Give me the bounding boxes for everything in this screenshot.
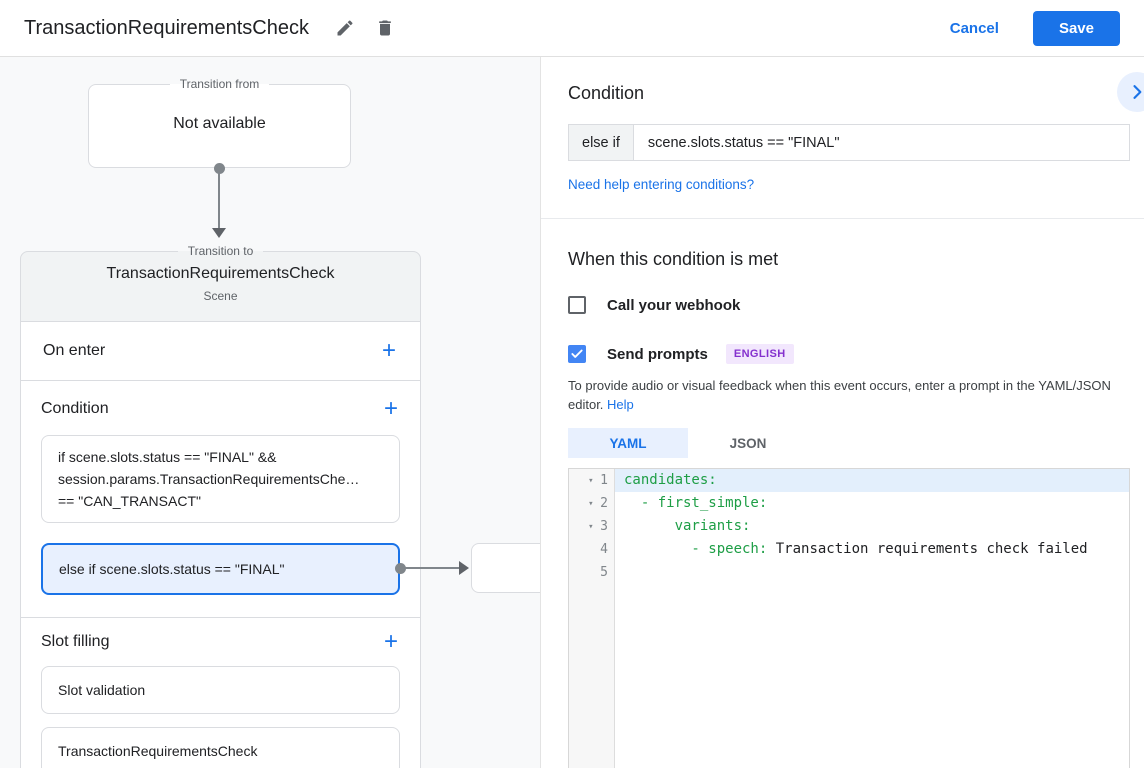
connector-arrowhead-icon xyxy=(459,561,469,575)
when-met-title: When this condition is met xyxy=(568,249,779,269)
language-badge: ENGLISH xyxy=(725,344,794,364)
transition-from-label: Transition from xyxy=(179,77,260,91)
send-prompts-label: Send prompts xyxy=(607,345,708,363)
tab-json[interactable]: JSON xyxy=(729,435,767,451)
trash-icon[interactable] xyxy=(371,14,399,42)
add-slot-button[interactable]: + xyxy=(383,628,398,655)
cancel-button[interactable]: Cancel xyxy=(949,19,999,37)
checkmark-icon xyxy=(571,349,583,358)
code-line[interactable]: variants: xyxy=(624,518,751,534)
condition-help-link[interactable]: Need help entering conditions? xyxy=(568,177,755,192)
editor-tabs: YAML JSON xyxy=(568,428,1130,458)
transition-to-label: Transition to xyxy=(187,244,254,258)
fold-arrow-icon[interactable]: ▾ xyxy=(588,521,594,532)
connector-arrowhead-icon xyxy=(212,228,226,238)
when-met-section: When this condition is met Call your web… xyxy=(541,219,1144,768)
code-line[interactable] xyxy=(615,561,1129,584)
flow-canvas: Transition from Not available Transition… xyxy=(0,57,540,768)
gutter-cell: ▾2 xyxy=(569,492,615,515)
connector-dot xyxy=(395,563,406,574)
fold-arrow-icon[interactable]: ▾ xyxy=(588,498,594,509)
condition-item[interactable]: if scene.slots.status == "FINAL" &&sessi… xyxy=(41,435,400,523)
prompts-description: To provide audio or visual feedback when… xyxy=(568,376,1130,414)
scene-subtitle: Scene xyxy=(203,289,238,303)
editor-gutter xyxy=(569,469,615,768)
condition-item[interactable]: else if scene.slots.status == "FINAL" xyxy=(41,543,400,595)
line-number: 2 xyxy=(600,496,608,511)
transition-to-card: Transition to TransactionRequirementsChe… xyxy=(20,244,421,768)
gutter-cell: ▾1 xyxy=(569,469,615,492)
add-condition-button[interactable]: + xyxy=(383,395,398,422)
edit-pencil-icon[interactable] xyxy=(331,14,359,42)
page-title: TransactionRequirementsCheck xyxy=(24,16,309,39)
gutter-cell: 4 xyxy=(569,538,615,561)
condition-section-label: Condition xyxy=(41,400,109,417)
slot-item[interactable]: TransactionRequirementsCheck xyxy=(41,727,400,768)
condition-section: Condition + if scene.slots.status == "FI… xyxy=(21,381,420,618)
condition-input[interactable] xyxy=(632,124,1130,161)
scene-title: TransactionRequirementsCheck xyxy=(106,265,335,282)
send-prompts-row: Send prompts ENGLISH xyxy=(568,344,1130,364)
on-enter-row: On enter + xyxy=(21,322,420,381)
condition-detail-section: Condition else if Need help entering con… xyxy=(541,57,1144,219)
condition-row: else if xyxy=(568,124,1130,161)
tab-yaml[interactable]: YAML xyxy=(568,428,688,458)
webhook-label: Call your webhook xyxy=(607,296,741,314)
slot-item[interactable]: Slot validation xyxy=(41,666,400,714)
line-number: 4 xyxy=(600,542,608,557)
panel-title: Condition xyxy=(568,83,645,103)
transition-from-content: Not available xyxy=(173,115,266,132)
connector-line xyxy=(401,567,461,569)
code-line[interactable]: candidates: xyxy=(615,469,1129,492)
line-number: 3 xyxy=(600,519,608,534)
code-line[interactable]: - first_simple: xyxy=(624,495,768,511)
webhook-row: Call your webhook xyxy=(568,296,1130,314)
collapse-panel-button[interactable] xyxy=(1117,72,1144,112)
code-line[interactable]: - speech: Transaction requirements check… xyxy=(624,541,1088,557)
webhook-checkbox[interactable] xyxy=(568,296,586,314)
line-number: 1 xyxy=(600,473,608,488)
prompts-description-text: To provide audio or visual feedback when… xyxy=(568,378,1111,412)
detail-panel: Condition else if Need help entering con… xyxy=(540,57,1144,768)
help-link[interactable]: Help xyxy=(607,397,634,412)
line-number: 5 xyxy=(600,565,608,580)
transition-from-box: Transition from Not available xyxy=(88,77,351,168)
add-on-enter-button[interactable]: + xyxy=(381,337,396,364)
condition-prefix: else if xyxy=(568,124,634,161)
condition-items: if scene.slots.status == "FINAL" &&sessi… xyxy=(41,435,400,595)
scene-header[interactable]: TransactionRequirementsCheck Scene xyxy=(21,258,420,322)
transition-target-box[interactable] xyxy=(471,543,540,593)
chevron-right-icon xyxy=(1133,85,1142,99)
top-bar: TransactionRequirementsCheck Cancel Save xyxy=(0,0,1144,57)
send-prompts-checkbox[interactable] xyxy=(568,345,586,363)
gutter-cell: 5 xyxy=(569,561,615,584)
save-button[interactable]: Save xyxy=(1032,10,1120,46)
slot-filling-label: Slot filling xyxy=(41,633,110,650)
connector-line xyxy=(218,168,220,228)
fold-arrow-icon[interactable]: ▾ xyxy=(588,475,594,486)
gutter-cell: ▾3 xyxy=(569,515,615,538)
on-enter-label: On enter xyxy=(43,342,106,359)
